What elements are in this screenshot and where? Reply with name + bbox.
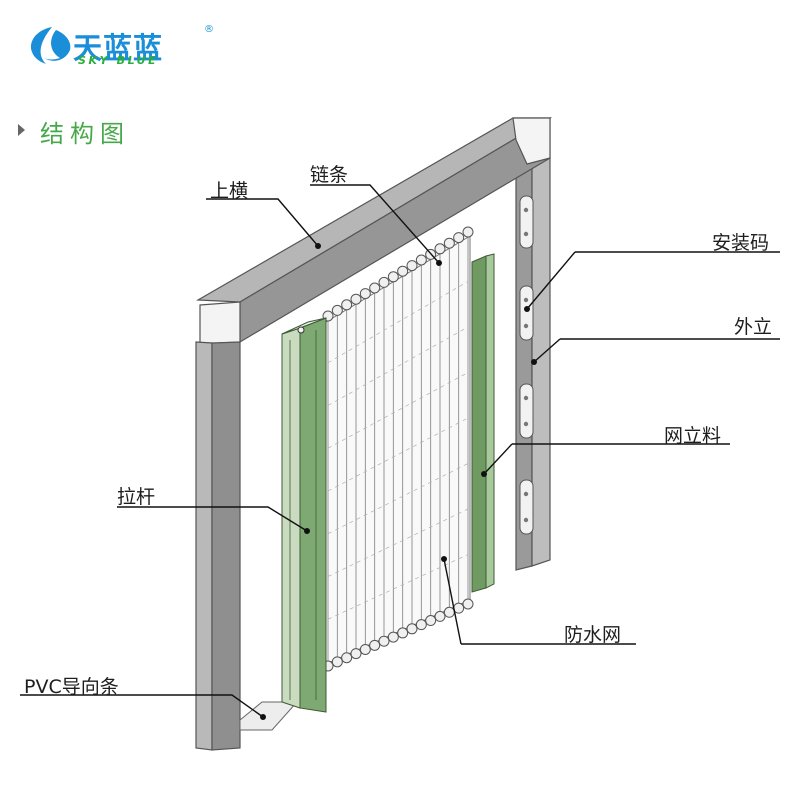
brand-name-cn: 天蓝蓝 [73,31,164,65]
brand-logo: 天蓝蓝 ® SKY BLUE [26,22,226,74]
mesh-post [471,253,495,593]
chain-bottom [322,598,474,672]
left-outer-post [195,341,241,751]
rail-end-caps [199,117,551,345]
label-waterproof-mesh: 防水网 [564,624,622,646]
label-mounting-clip: 安装码 [712,232,770,254]
pull-bar [281,317,327,713]
leader-dots [260,243,537,720]
registered-mark: ® [204,24,214,35]
swoosh-logo-icon [30,27,71,64]
triangle-marker-icon [18,124,25,136]
chain-top [322,226,474,322]
label-chain: 链条 [310,164,349,186]
label-outer-post: 外立 [734,316,773,338]
leader-lines [20,184,780,718]
waterproof-mesh [325,235,471,665]
section-title: 结构图 [40,120,130,148]
mounting-clips [519,195,534,535]
label-mesh-post: 网立料 [664,425,722,447]
label-pvc-guide: PVC导向条 [24,676,119,698]
pvc-guide-strip [239,701,299,731]
brand-name-en: SKY BLUE [78,54,159,67]
label-pull-bar: 拉杆 [117,486,156,508]
label-top-rail: 上横 [210,180,249,202]
